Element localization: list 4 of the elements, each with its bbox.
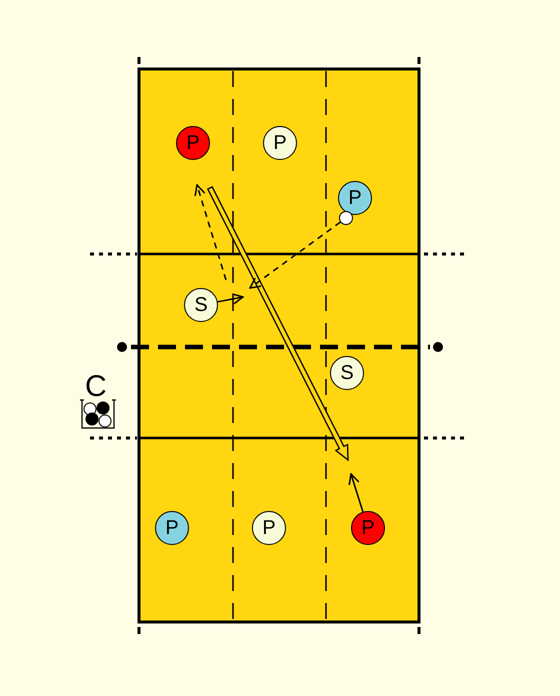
coach-label: C: [85, 372, 107, 402]
arrow: [218, 293, 244, 305]
arrow: [249, 222, 341, 289]
arrow: [348, 473, 364, 512]
